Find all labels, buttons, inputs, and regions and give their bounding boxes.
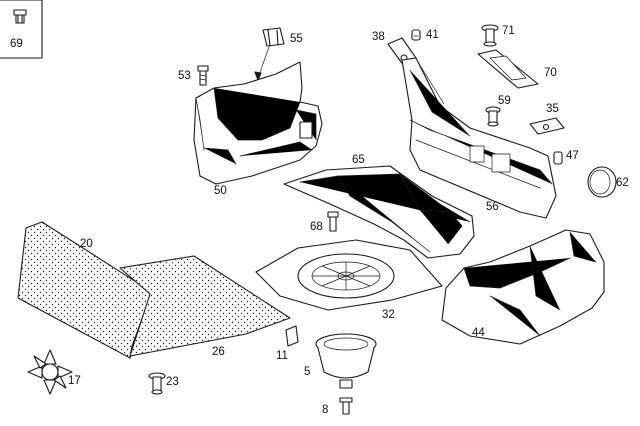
part-41-clip bbox=[411, 29, 421, 41]
part-56-rear-panel bbox=[401, 57, 557, 219]
label-47: 47 bbox=[566, 150, 579, 162]
part-26-floor-mat bbox=[119, 255, 291, 357]
part-50-side-trim-panel bbox=[193, 61, 323, 185]
part-11-tag bbox=[285, 325, 299, 347]
label-59: 59 bbox=[498, 95, 511, 107]
label-62: 62 bbox=[616, 177, 629, 189]
label-56: 56 bbox=[486, 201, 499, 213]
label-5: 5 bbox=[304, 366, 310, 378]
part-8-screw bbox=[339, 397, 353, 415]
clip-69-icon bbox=[13, 9, 27, 24]
part-70-cover-strip bbox=[477, 49, 539, 89]
label-41: 41 bbox=[426, 29, 439, 41]
label-53: 53 bbox=[178, 70, 191, 82]
part-32-wheel-well-tray bbox=[255, 239, 443, 311]
part-17-retainer bbox=[27, 349, 73, 395]
label-69: 69 bbox=[10, 38, 23, 50]
label-20: 20 bbox=[80, 238, 93, 250]
label-71: 71 bbox=[502, 25, 515, 37]
label-70: 70 bbox=[544, 67, 557, 79]
part-68-clip bbox=[327, 211, 339, 232]
part-55-clip bbox=[254, 27, 285, 81]
label-17: 17 bbox=[68, 375, 81, 387]
part-69-clip-box bbox=[0, 0, 43, 59]
part-44-side-trim bbox=[441, 229, 605, 345]
part-5-cup bbox=[315, 333, 377, 389]
label-50: 50 bbox=[214, 185, 227, 197]
part-35-cap bbox=[529, 117, 565, 135]
label-38: 38 bbox=[372, 31, 385, 43]
label-26: 26 bbox=[212, 346, 225, 358]
part-65-floor-cover bbox=[283, 165, 475, 259]
label-65: 65 bbox=[352, 154, 365, 166]
part-59-clip bbox=[485, 106, 501, 127]
label-55: 55 bbox=[290, 33, 303, 45]
part-53-screw bbox=[197, 65, 209, 86]
label-11: 11 bbox=[276, 350, 288, 362]
part-23-clip bbox=[148, 372, 166, 395]
part-62-round-cap bbox=[587, 166, 617, 198]
label-44: 44 bbox=[472, 327, 485, 339]
label-35: 35 bbox=[546, 103, 559, 115]
label-68: 68 bbox=[310, 221, 323, 233]
label-23: 23 bbox=[166, 376, 179, 388]
part-71-push-clip bbox=[481, 24, 499, 47]
label-32: 32 bbox=[382, 309, 395, 321]
part-47-hook bbox=[553, 151, 563, 165]
label-8: 8 bbox=[322, 404, 328, 416]
